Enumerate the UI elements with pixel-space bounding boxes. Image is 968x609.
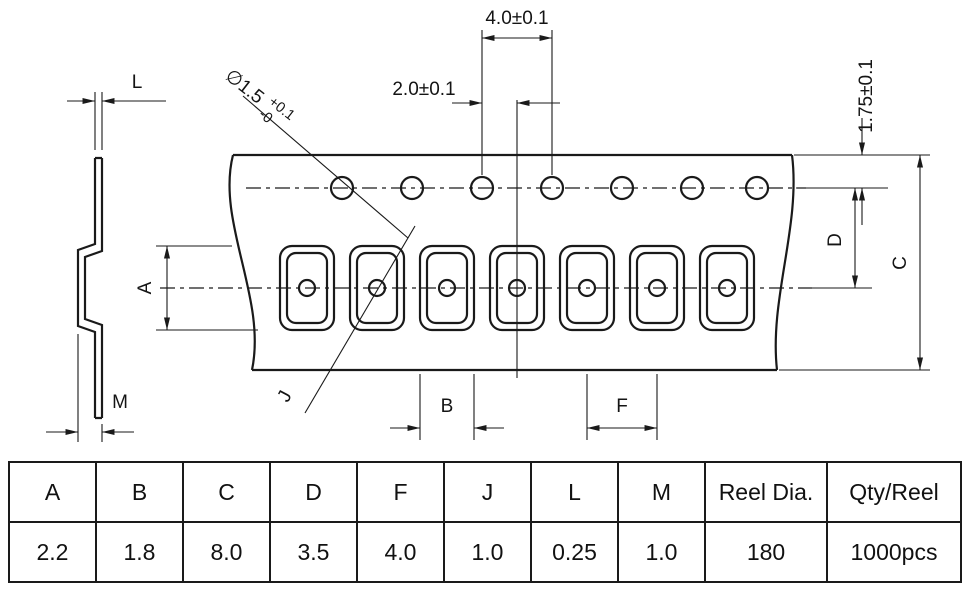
- value-l: 0.25: [530, 521, 619, 583]
- dim-j-label: J: [274, 387, 297, 405]
- pocket: [278, 244, 336, 332]
- value-m: 1.0: [617, 521, 706, 583]
- dim-m: M: [46, 334, 134, 442]
- value-d: 3.5: [269, 521, 358, 583]
- col-header-d: D: [269, 461, 358, 523]
- dim-edge-to-hole: 1.75±0.1: [794, 59, 930, 225]
- dim-hole-diameter-label: ∅1.5: [221, 65, 268, 108]
- value-c: 8.0: [182, 521, 271, 583]
- value-b: 1.8: [95, 521, 184, 583]
- dim-l-label: L: [132, 72, 143, 93]
- dim-m-label: M: [112, 392, 128, 413]
- col-header-b: B: [95, 461, 184, 523]
- value-f: 4.0: [356, 521, 445, 583]
- col-header-j: J: [443, 461, 532, 523]
- dim-c: C: [779, 155, 930, 371]
- dim-f-label: F: [616, 396, 628, 417]
- dim-edge-to-hole-label: 1.75±0.1: [856, 59, 877, 133]
- dimension-table: A B C D F J L M Reel Dia. Qty/Reel 2.2 1…: [8, 461, 962, 583]
- value-reel-dia: 180: [704, 521, 828, 583]
- value-a: 2.2: [8, 521, 97, 583]
- table-header-row: A B C D F J L M Reel Dia. Qty/Reel: [8, 461, 962, 523]
- dim-a-label: A: [135, 281, 156, 294]
- tape-top-view: [228, 153, 795, 372]
- pocket: [488, 244, 546, 332]
- pocket: [558, 244, 616, 332]
- dim-f: F: [586, 374, 658, 440]
- dim-hole-to-pocket-label: 2.0±0.1: [392, 79, 455, 100]
- table-value-row: 2.2 1.8 8.0 3.5 4.0 1.0 0.25 1.0 180 100…: [8, 521, 962, 583]
- value-j: 1.0: [443, 521, 532, 583]
- value-qty-reel: 1000pcs: [826, 521, 962, 583]
- dim-hole-diameter: ∅1.5 +0.1 -0: [221, 65, 409, 239]
- col-header-m: M: [617, 461, 706, 523]
- sprocket-holes: [329, 175, 770, 201]
- dim-b-label: B: [441, 396, 454, 417]
- dim-d-label: D: [825, 233, 846, 247]
- dim-c-label: C: [890, 256, 911, 270]
- col-header-reel-dia: Reel Dia.: [704, 461, 828, 523]
- dim-sprocket-pitch-double: 4.0±0.1: [481, 8, 553, 175]
- tape-side-profile: [76, 156, 104, 420]
- pocket: [628, 244, 686, 332]
- dim-d: D: [800, 188, 872, 289]
- col-header-a: A: [8, 461, 97, 523]
- pocket: [698, 244, 756, 332]
- col-header-c: C: [182, 461, 271, 523]
- dim-b: B: [390, 374, 504, 440]
- pocket: [348, 244, 406, 332]
- col-header-l: L: [530, 461, 619, 523]
- pocket: [418, 244, 476, 332]
- dim-hole-to-pocket: 2.0±0.1: [392, 79, 560, 107]
- dim-a: A: [135, 245, 258, 331]
- dim-sprocket-pitch-double-label: 4.0±0.1: [485, 8, 548, 29]
- component-pockets: [278, 244, 756, 332]
- tape-drawing: L M: [46, 8, 930, 442]
- col-header-qty-reel: Qty/Reel: [826, 461, 962, 523]
- dim-l: L: [67, 72, 166, 150]
- col-header-f: F: [356, 461, 445, 523]
